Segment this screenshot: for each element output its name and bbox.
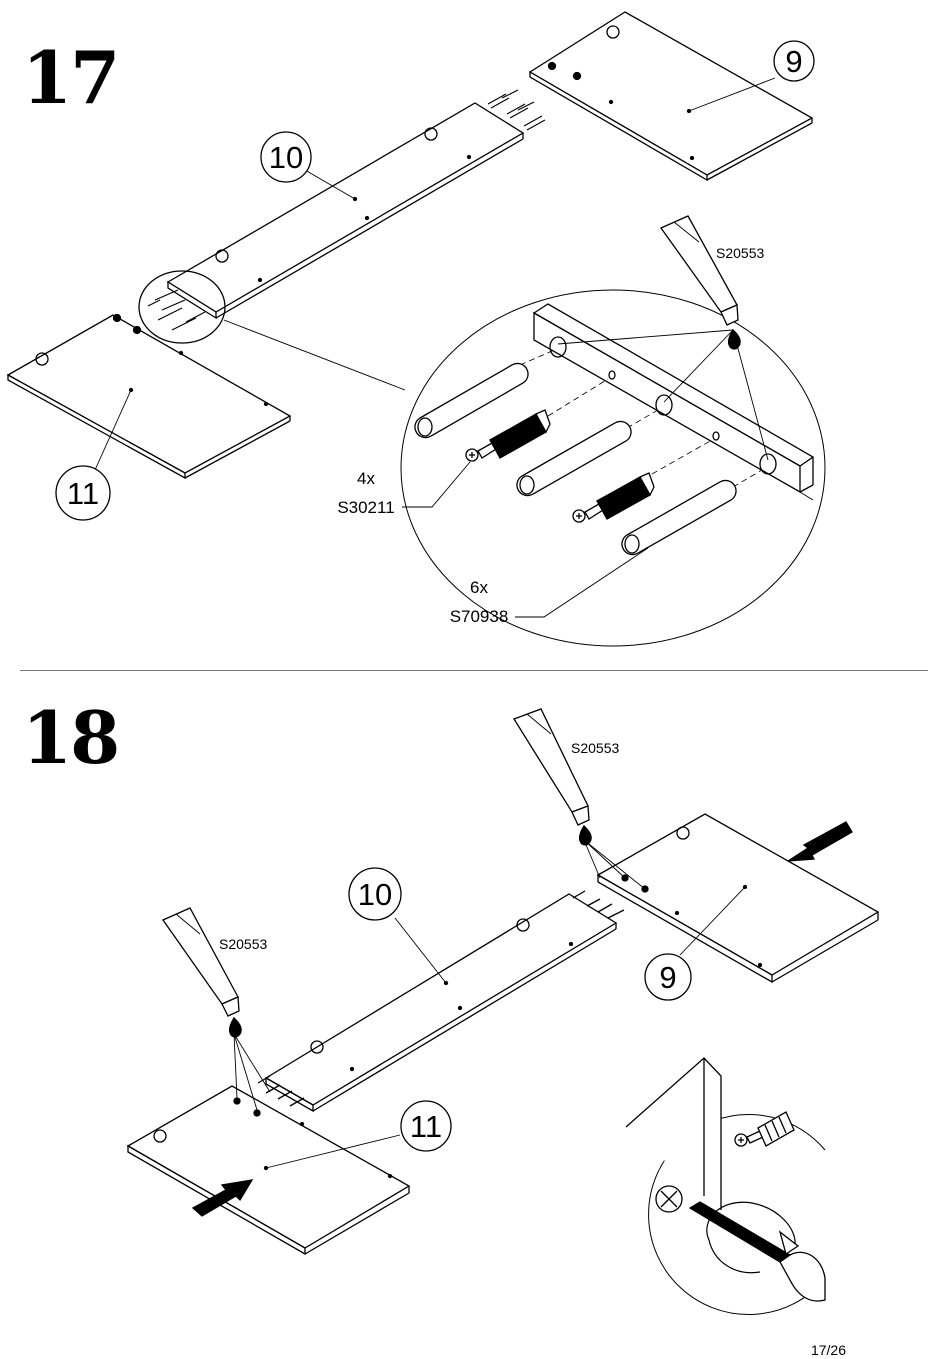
panel-11-step17	[6, 313, 292, 480]
cam-bolt-1	[465, 409, 551, 462]
page-number: 17/26	[810, 1342, 846, 1358]
svg-text:10: 10	[269, 140, 303, 175]
svg-text:S70938: S70938	[450, 607, 509, 626]
detail-view-step18	[625, 1057, 826, 1315]
cam-bolt-2	[572, 472, 655, 523]
panel-9-step18	[596, 813, 880, 984]
svg-text:S20553: S20553	[571, 740, 619, 756]
dowels-near-panel-9	[487, 89, 546, 131]
glue-tube-left-step18: S20553	[162, 907, 271, 1111]
svg-text:S30211: S30211	[337, 498, 394, 517]
svg-text:4x: 4x	[357, 469, 375, 488]
svg-text:11: 11	[410, 1109, 442, 1144]
step-number-17: 17	[22, 35, 120, 120]
svg-text:11: 11	[67, 476, 99, 511]
detail-view-step17	[400, 289, 826, 647]
panel-10-step18	[257, 890, 625, 1113]
svg-text:9: 9	[659, 960, 676, 995]
detail-labels-step17: 4x S30211 6x S70938	[337, 461, 649, 626]
glue-tube-right-step18: S20553	[513, 708, 646, 890]
part-label-10-step18: 10	[348, 867, 402, 921]
svg-text:S20553: S20553	[716, 245, 764, 261]
svg-text:9: 9	[785, 44, 802, 79]
detail-callout-circle	[138, 270, 406, 391]
svg-text:6x: 6x	[470, 578, 488, 597]
svg-text:S20553: S20553	[219, 936, 267, 952]
part-label-10-step17: 10	[260, 131, 312, 183]
glue-tube-step17: S20553	[557, 215, 769, 461]
panel-10-step17	[166, 102, 525, 320]
part-label-9-step18: 9	[644, 953, 692, 1001]
part-label-11-step17: 11	[55, 465, 111, 521]
step-divider	[20, 670, 928, 671]
step-number-18: 18	[22, 695, 120, 780]
part-label-11-step18: 11	[400, 1100, 452, 1152]
svg-text:10: 10	[358, 877, 392, 912]
panel-9-step17	[528, 11, 814, 182]
part-label-9-step17: 9	[773, 40, 815, 82]
panel-11-step18	[126, 1085, 411, 1256]
